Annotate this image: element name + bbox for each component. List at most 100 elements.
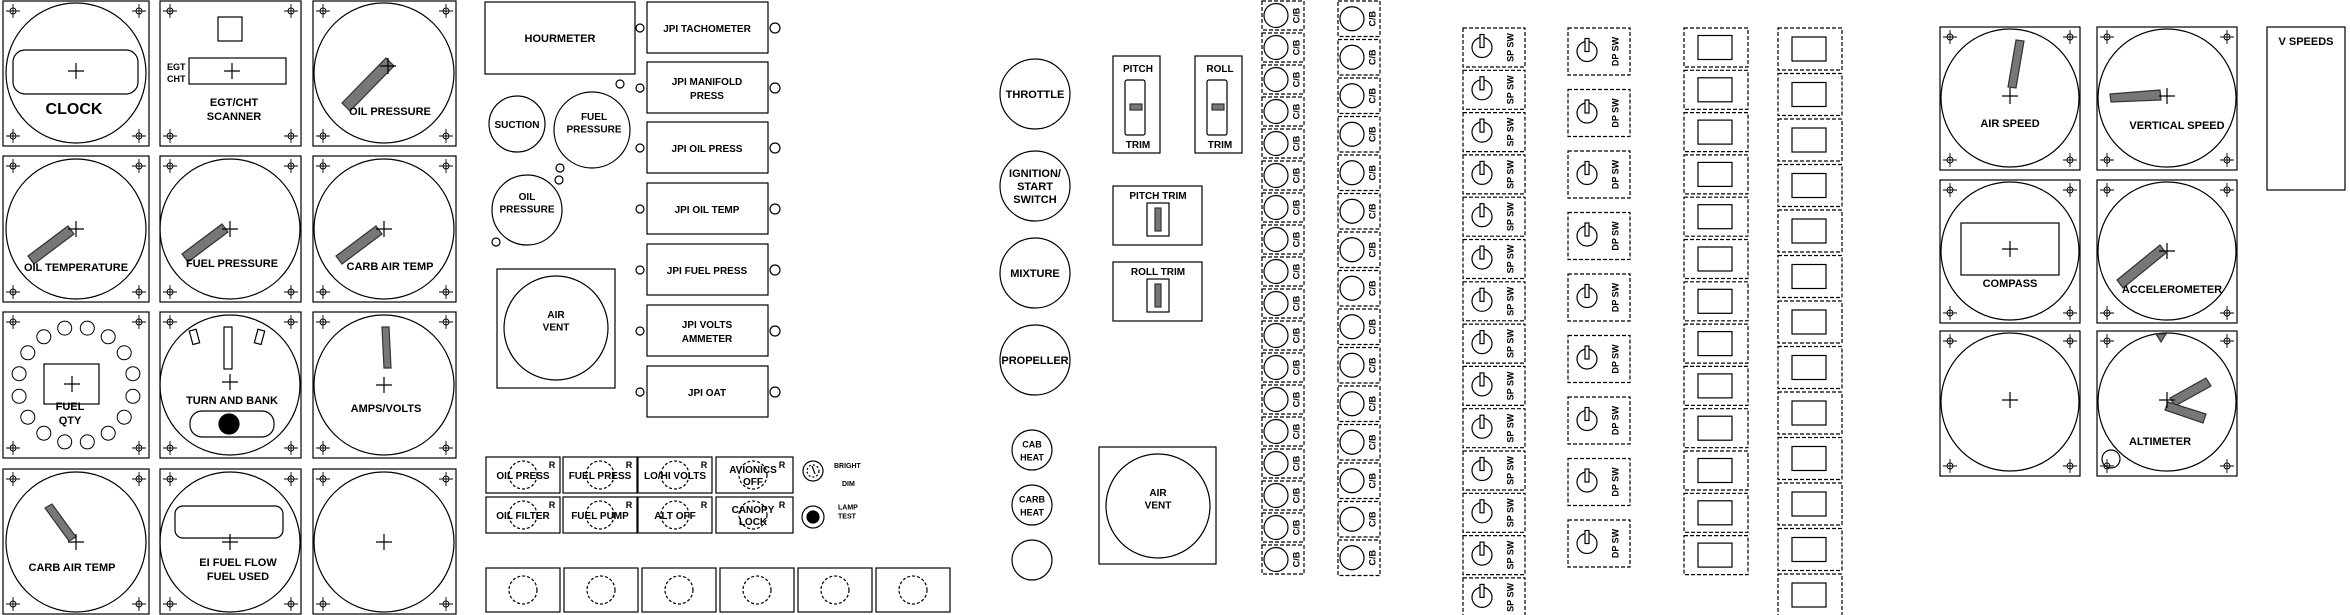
circuit-breaker[interactable]: C/B <box>1337 500 1381 538</box>
toggle-switch[interactable]: SP SW <box>1462 323 1526 364</box>
blank-switch-slot <box>1777 391 1843 435</box>
blank-switch-slot <box>1683 492 1749 533</box>
bottom-lamp <box>875 567 951 613</box>
breaker-label: C/B <box>1367 88 1377 104</box>
circuit-breaker[interactable]: C/B <box>1261 32 1305 63</box>
toggle-switch[interactable]: SP SW <box>1462 238 1526 280</box>
toggle-switch[interactable]: DP SW <box>1567 27 1631 76</box>
dimmer-control[interactable]: BRIGHT DIM <box>802 460 862 488</box>
toggle-switch[interactable]: SP SW <box>1462 534 1526 576</box>
toggle-switch[interactable]: DP SW <box>1567 519 1631 568</box>
toggle-switch[interactable]: SP SW <box>1462 492 1526 533</box>
toggle-switch[interactable]: DP SW <box>1567 396 1631 445</box>
circuit-breaker[interactable]: C/B <box>1261 384 1305 415</box>
circuit-breaker[interactable]: C/B <box>1337 423 1381 461</box>
clock-label: CLOCK <box>46 101 103 118</box>
circuit-breaker[interactable]: C/B <box>1261 448 1305 479</box>
gauge-carb-air-temp: CARB AIR TEMP <box>312 155 457 303</box>
annunciator-r-mark: R <box>626 460 633 470</box>
fuel-qty-segment <box>20 345 36 361</box>
control-knob[interactable]: MIXTURE <box>999 237 1071 309</box>
control-knob[interactable] <box>1011 539 1053 581</box>
circuit-breaker[interactable]: C/B <box>1337 231 1381 269</box>
fuel-qty-segment <box>116 409 132 425</box>
circuit-breaker[interactable]: C/B <box>1337 462 1381 500</box>
circuit-breaker[interactable]: C/B <box>1261 416 1305 447</box>
breaker-label: C/B <box>1367 126 1377 142</box>
circuit-breaker[interactable]: C/B <box>1261 224 1305 255</box>
control-knob[interactable]: PROPELLER <box>999 324 1071 396</box>
toggle-switch[interactable]: SP SW <box>1462 450 1526 491</box>
annunciator-r-mark: R <box>549 500 556 510</box>
circuit-breaker[interactable]: C/B <box>1261 128 1305 159</box>
circuit-breaker[interactable]: C/B <box>1337 269 1381 307</box>
control-knob[interactable]: THROTTLE <box>999 58 1071 130</box>
toggle-switch[interactable]: DP SW <box>1567 88 1631 138</box>
control-label: MIXTURE <box>1010 268 1060 280</box>
circuit-breaker[interactable]: C/B <box>1261 64 1305 95</box>
blank-switch-slot <box>1683 27 1749 68</box>
toggle-switch[interactable]: DP SW <box>1567 211 1631 261</box>
toggle-switch[interactable]: SP SW <box>1462 69 1526 110</box>
circuit-breaker[interactable]: C/B <box>1337 0 1381 38</box>
fuel-qty-segment <box>125 388 141 404</box>
flight-mount-marks <box>1943 30 2234 473</box>
circuit-breaker[interactable]: C/B <box>1337 115 1381 153</box>
switch-label: SP SW <box>1505 413 1515 442</box>
circuit-breaker[interactable]: C/B <box>1337 38 1381 76</box>
jpi-box: JPI TACHOMETER <box>635 1 781 54</box>
toggle-switch[interactable]: SP SW <box>1462 577 1526 615</box>
toggle-switch[interactable]: SP SW <box>1462 111 1526 153</box>
toggle-switch[interactable]: DP SW <box>1567 334 1631 384</box>
circuit-breaker[interactable]: C/B <box>1261 0 1305 31</box>
circuit-breaker[interactable]: C/B <box>1261 192 1305 223</box>
toggle-switch[interactable]: DP SW <box>1567 273 1631 322</box>
blank-switch-slot <box>1777 254 1843 299</box>
switch-label: SP SW <box>1505 75 1515 104</box>
gauge-turn-and-bank: TURN AND BANK <box>159 311 302 459</box>
circuit-breaker[interactable]: C/B <box>1261 352 1305 383</box>
gauge-blank-flight <box>1939 330 2081 477</box>
circuit-breaker[interactable]: C/B <box>1337 154 1381 192</box>
circuit-breaker[interactable]: C/B <box>1261 96 1305 127</box>
toggle-switch[interactable]: DP SW <box>1567 457 1631 507</box>
blank-switch-slot <box>1683 534 1749 576</box>
circuit-breaker[interactable]: C/B <box>1261 256 1305 287</box>
toggle-switch[interactable]: SP SW <box>1462 154 1526 195</box>
toggle-switch[interactable]: SP SW <box>1462 408 1526 449</box>
circuit-breaker[interactable]: C/B <box>1337 385 1381 423</box>
circuit-breaker[interactable]: C/B <box>1261 512 1305 543</box>
toggle-switch[interactable]: SP SW <box>1462 27 1526 68</box>
circuit-breaker[interactable]: C/B <box>1337 539 1381 577</box>
bright-label: BRIGHT <box>834 463 862 470</box>
toggle-switch[interactable]: SP SW <box>1462 365 1526 406</box>
circuit-breaker[interactable]: C/B <box>1261 480 1305 511</box>
circuit-breaker[interactable]: C/B <box>1337 308 1381 346</box>
gauge-altimeter: ALTIMETER <box>2096 330 2238 477</box>
circuit-breaker[interactable]: C/B <box>1261 320 1305 351</box>
toggle-switch[interactable]: SP SW <box>1462 281 1526 322</box>
toggle-switch[interactable]: DP SW <box>1567 150 1631 199</box>
circuit-breaker[interactable]: C/B <box>1261 160 1305 191</box>
circuit-breaker[interactable]: C/B <box>1261 544 1305 575</box>
circuit-breaker[interactable]: C/B <box>1337 346 1381 384</box>
blank-switch-slot <box>1777 482 1843 526</box>
circuit-breaker[interactable]: C/B <box>1337 192 1381 230</box>
pitch-trim-switch[interactable]: PITCH TRIM <box>1112 185 1203 246</box>
circuit-breaker[interactable]: C/B <box>1337 77 1381 115</box>
toggle-switch[interactable]: SP SW <box>1462 196 1526 237</box>
breaker-label: C/B <box>1291 135 1301 151</box>
roll-trim-switch[interactable]: ROLL TRIM <box>1112 261 1203 322</box>
circuit-breaker[interactable]: C/B <box>1261 288 1305 319</box>
breaker-label: C/B <box>1291 551 1301 567</box>
